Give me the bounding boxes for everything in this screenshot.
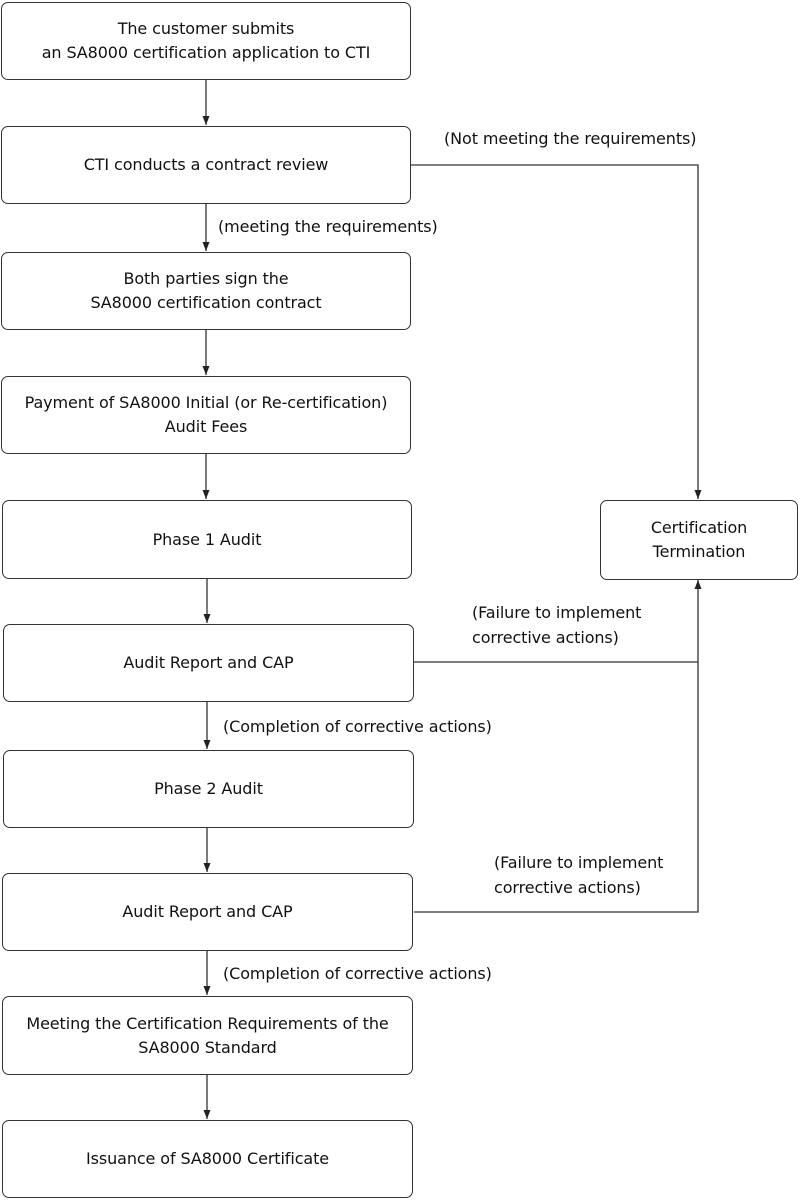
step-phase1-line1: Phase 1 Audit [152, 529, 262, 549]
arrow-reports-to-termination [414, 580, 702, 913]
step-payment-line2: Audit Fees [164, 417, 248, 436]
label-failure-2-line2: corrective actions) [494, 878, 641, 897]
step-issuance-line1: Issuance of SA8000 Certificate [85, 1149, 330, 1168]
step-meeting-requirements-line2: SA8000 Standard [138, 1037, 277, 1057]
step-report1-line1: Audit Report and CAP [123, 653, 294, 672]
step-sign-contract-line2: SA8000 certification contract [90, 293, 322, 312]
step-sign-contract-line1: Both parties sign the [123, 269, 289, 288]
step-meeting-requirements-line1: Meeting the Certification Requirements o… [26, 1013, 389, 1033]
step-phase1-box: Phase 1 Audit [2, 500, 412, 579]
label-completion-corrective-actions-1: (Completion of corrective actions) [223, 717, 492, 736]
step-report1-box: Audit Report and CAP [3, 624, 414, 702]
step-payment-box: Payment of SA8000 Initial (or Re-certifi… [1, 376, 411, 454]
step-report2-line1: Audit Report and CAP [122, 902, 293, 921]
certification-termination-line1: Certification [650, 518, 748, 537]
step-contract-review-line1: CTI conducts a contract review [83, 155, 329, 174]
label-completion-corrective-actions-2: (Completion of corrective actions) [223, 964, 492, 983]
step-meeting-requirements-box: Meeting the Certification Requirements o… [2, 996, 413, 1075]
step-sign-contract-box: Both parties sign the SA8000 certificati… [1, 252, 411, 330]
label-failure-corrective-actions-2: (Failure to implement corrective actions… [494, 850, 663, 900]
step-application-box: The customer submits an SA8000 certifica… [1, 2, 411, 80]
label-failure-1-line2: corrective actions) [472, 628, 619, 647]
label-failure-1-line1: (Failure to implement [472, 603, 642, 622]
label-not-meeting-requirements: (Not meeting the requirements) [444, 129, 697, 148]
step-report2-box: Audit Report and CAP [2, 873, 413, 951]
label-failure-2-line1: (Failure to implement [494, 853, 664, 872]
arrow-review-to-termination [411, 164, 702, 499]
step-phase2-line1: Phase 2 Audit [154, 779, 263, 798]
label-failure-corrective-actions-1: (Failure to implement corrective actions… [472, 600, 641, 650]
step-issuance-box: Issuance of SA8000 Certificate [2, 1120, 413, 1198]
label-meeting-requirements: (meeting the requirements) [218, 217, 438, 236]
step-application-line1: The customer submits [117, 19, 295, 38]
step-contract-review-box: CTI conducts a contract review [1, 126, 411, 204]
certification-termination-line2: Termination [652, 542, 746, 561]
certification-termination-box: Certification Termination [600, 500, 798, 580]
step-payment-line1: Payment of SA8000 Initial (or Re-certifi… [24, 393, 388, 412]
step-application-line2: an SA8000 certification application to C… [41, 43, 371, 62]
step-phase2-box: Phase 2 Audit [3, 750, 414, 828]
